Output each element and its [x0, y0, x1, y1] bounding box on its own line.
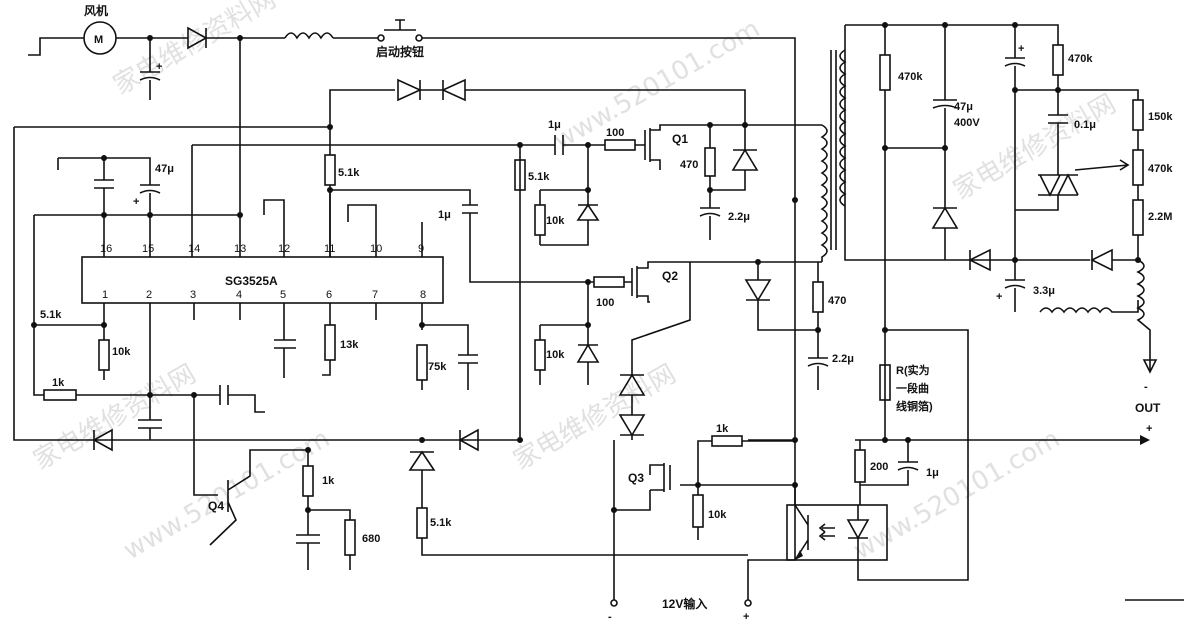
hv-minus-label: -: [1144, 381, 1148, 393]
resistor-100-label: 100: [596, 297, 614, 309]
pin-label: 1: [102, 289, 108, 301]
mosfet-drive: 1μ 100 5.1k 10k Q1 470 2.2μ 100 Q2: [397, 78, 854, 440]
resistor-1k-label: 1k: [322, 475, 335, 487]
watermark-text: 家电维修资料网: [949, 89, 1122, 206]
pin-label: 15: [142, 243, 154, 255]
resistor-5k1-label: 5.1k: [40, 309, 62, 321]
watermark-layer: 家电维修资料网 www.520101.com 家电维修资料网 家电维修资料网 家…: [29, 0, 1122, 566]
resistor-5k1-label: 5.1k: [430, 517, 452, 529]
input-label: 12V输入: [662, 596, 707, 611]
resistor-10k-label: 10k: [546, 349, 565, 361]
output-label: OUT: [1135, 401, 1161, 415]
pin-label: 5: [280, 289, 286, 301]
watermark-text: 家电维修资料网: [509, 359, 682, 476]
cap-400v-label: 400V: [954, 117, 980, 129]
pin-label: 3: [190, 289, 196, 301]
ic-name-label: SG3525A: [225, 274, 278, 288]
svg-text:+: +: [133, 196, 139, 208]
r-note-label: 线铜箔): [896, 399, 933, 413]
output-sense: R(实为 一段曲 线铜箔) + 200 1μ 1k Q3 10k: [608, 327, 1184, 623]
resistor-470k-label: 470k: [1148, 163, 1173, 175]
svg-text:+: +: [1018, 43, 1024, 55]
resistor-5k1-label: 5.1k: [338, 167, 360, 179]
resistor-100-label: 100: [606, 127, 624, 139]
pin-label: 8: [420, 289, 426, 301]
resistor-10k-label: 10k: [546, 215, 565, 227]
fan-label: 风机: [84, 3, 108, 18]
pin-label: 2: [146, 289, 152, 301]
resistor-13k-label: 13k: [340, 339, 359, 351]
cap-3u3-label: 3.3μ: [1033, 285, 1055, 297]
resistor-1k-label: 1k: [52, 377, 65, 389]
pin-label: 7: [372, 289, 378, 301]
r-note-label: R(实为: [896, 363, 930, 377]
motor-symbol-label: M: [94, 34, 103, 46]
svg-text:+: +: [156, 61, 162, 73]
resistor-10k-label: 10k: [112, 346, 131, 358]
resistor-5k1-label: 5.1k: [528, 171, 550, 183]
watermark-text: www.520101.com: [849, 424, 1066, 566]
mosfet-q2-label: Q2: [662, 269, 678, 283]
transistor-q4-label: Q4: [208, 499, 224, 513]
input-plus-label: +: [743, 611, 749, 623]
resistor-470k-label: 470k: [898, 71, 923, 83]
resistor-150k-label: 150k: [1148, 111, 1173, 123]
resistor-200-label: 200: [870, 461, 888, 473]
pin-label: 4: [236, 289, 242, 301]
resistor-470k-label: 470k: [1068, 53, 1093, 65]
cap-2u2-label: 2.2μ: [728, 211, 750, 223]
resistor-470-label: 470: [828, 295, 846, 307]
resistor-1k-label: 1k: [716, 423, 729, 435]
control-wiring: 47μ + 5.1k 1μ 5.1k 10k 1k: [13, 89, 748, 570]
fan-circuit: M 风机 + 启动按钮: [28, 3, 796, 440]
r-note-label: 一段曲: [896, 381, 929, 395]
resistor-10k-label: 10k: [708, 509, 727, 521]
svg-text:+: +: [996, 291, 1002, 303]
resistor-75k-label: 75k: [428, 361, 447, 373]
cap-2u2-label: 2.2μ: [832, 353, 854, 365]
cap-1u-label: 1μ: [438, 209, 451, 221]
pin-label: 6: [326, 289, 332, 301]
watermark-text: 家电维修资料网: [109, 0, 282, 101]
mosfet-q3-label: Q3: [628, 471, 644, 485]
watermark-text: www.520101.com: [549, 14, 766, 156]
start-button-label: 启动按钮: [376, 44, 424, 59]
resistor-470-label: 470: [680, 159, 698, 171]
transformer-hv: 470k 47μ 400V + 470k 0.1μ 150k 470k 2.2M: [820, 22, 1173, 440]
mosfet-q1-label: Q1: [672, 132, 688, 146]
input-minus-label: -: [608, 611, 612, 623]
resistor-2m2-label: 2.2M: [1148, 211, 1172, 223]
cap-0u1-label: 0.1μ: [1074, 119, 1096, 131]
resistor-680-label: 680: [362, 533, 380, 545]
output-plus-label: +: [1146, 423, 1152, 435]
pin-label: 16: [100, 243, 112, 255]
cap-47u-label: 47μ: [954, 101, 973, 113]
cap-1u-label: 1μ: [926, 467, 939, 479]
cap-47u-label: 47μ: [155, 163, 174, 175]
pin-label: 9: [418, 243, 424, 255]
cap-1u-label: 1μ: [548, 119, 561, 131]
pin-label: 14: [188, 243, 200, 255]
